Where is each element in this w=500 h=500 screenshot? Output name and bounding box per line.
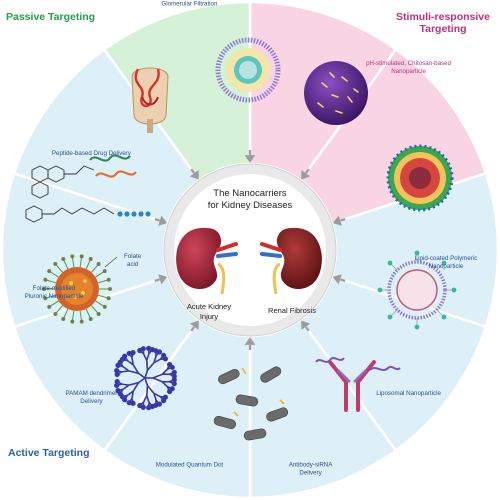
inward-arrow: [301, 170, 311, 180]
folate-acid-annotation-line2: acid: [127, 261, 139, 268]
inward-arrow-shaft: [340, 278, 346, 282]
folate-acid-annotation-line1: Folate: [124, 253, 142, 260]
renal-fibrosis-kidney-icon: [260, 227, 322, 295]
segment-label: Delivery: [299, 469, 322, 476]
segment-label: pH-stimulated, Chitosan-based: [366, 60, 452, 67]
stimuli-responsive-heading: Stimuli-responsive Targeting: [396, 11, 490, 35]
inward-arrow: [189, 320, 199, 330]
segment-label: Modulated Quantum Dot: [156, 461, 224, 468]
glomerulus-icon: [131, 67, 169, 133]
inward-arrow-shaft: [190, 326, 196, 332]
inner-core: [174, 174, 326, 326]
inward-arrow-shaft: [154, 218, 160, 222]
segment-label: Peptide-based Drug Delivery: [52, 150, 132, 157]
inward-arrow: [332, 274, 342, 285]
ceria-nanoparticle-icon: [215, 37, 281, 103]
stimuli-heading-line2: Targeting: [419, 23, 467, 35]
antibody-sirna-icon: [315, 357, 401, 412]
acute-kidney-injury-label-line1: Acute Kidney: [187, 302, 231, 311]
chitosan-nanoparticle-icon: [304, 61, 368, 125]
segment-label: Lipid-coated Polymeric: [415, 255, 478, 262]
inward-arrow: [244, 337, 256, 345]
arrows-layer: [154, 150, 346, 350]
inward-arrow: [301, 320, 311, 330]
liposome-icon: [377, 250, 457, 330]
inward-arrow-shaft: [304, 168, 310, 174]
quantum-dot-icon: [213, 366, 289, 441]
folate-nanoparticle-icon: [42, 254, 118, 324]
segment-label: Nanoparticle: [429, 263, 464, 270]
passive-targeting-heading: Passive Targeting: [6, 11, 96, 23]
acute-kidney-injury-kidney-icon: [176, 227, 238, 295]
acute-kidney-injury-label-line2: Injury: [200, 312, 219, 321]
pamam-dendrimer-icon: [114, 345, 177, 411]
peptide-structure-icon: [25, 154, 151, 223]
inward-arrow: [332, 215, 342, 226]
segment-label: Antibody-siRNA: [289, 461, 334, 468]
renal-fibrosis-label: Renal Fibrosis: [268, 306, 316, 315]
stimuli-heading-line1: Stimuli-responsive: [396, 11, 490, 23]
segment-label: Delivery: [80, 398, 103, 405]
lipid-polymeric-nanoparticle-icon: [386, 144, 454, 212]
inward-arrow-shaft: [304, 326, 310, 332]
segment-label: Liposomal Nanoparticle: [376, 390, 441, 397]
segment-label: Nanoparticle: [391, 68, 426, 75]
inward-arrow-shaft: [154, 278, 160, 282]
active-targeting-heading: Active Targeting: [8, 447, 90, 459]
center-title-line1: The Nanocarriers: [213, 188, 287, 199]
inward-arrow: [158, 215, 168, 226]
inward-arrow-shaft: [340, 218, 346, 222]
segment-label: Glomerular Filtration: [161, 1, 218, 8]
center-title-line2: for Kidney Diseases: [208, 200, 293, 211]
inward-arrow: [189, 170, 199, 180]
segment-label: Pluronic Nanoparticle: [25, 293, 84, 300]
segment-label: Folate-modified: [33, 285, 76, 292]
inward-arrow-shaft: [190, 168, 196, 174]
inward-arrow: [158, 274, 168, 285]
segment-label: PAMAM dendrimer: [66, 390, 118, 397]
segment-labels: ROS-stimulated, poly-mer-coated CeriaNan…: [25, 1, 478, 477]
inward-arrow: [244, 155, 256, 163]
